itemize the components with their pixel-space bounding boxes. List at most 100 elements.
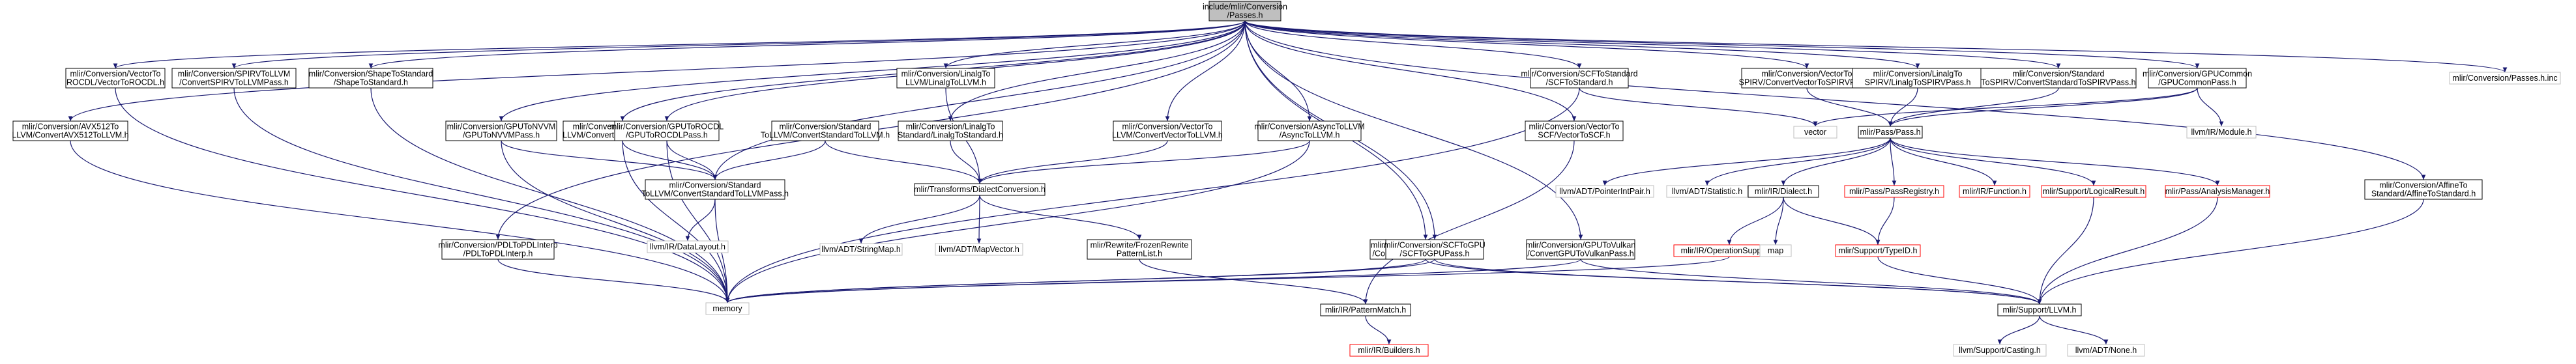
edge-scf_gpu-to-memory bbox=[725, 259, 1435, 303]
node-vec-scf[interactable]: mlir/Conversion/VectorToSCF/VectorToSCF.… bbox=[1525, 120, 1624, 141]
node-spirv-llvm[interactable]: mlir/Conversion/SPIRVToLLVM/ConvertSPIRV… bbox=[171, 68, 297, 89]
node-label: map bbox=[1768, 246, 1783, 255]
edges-layer bbox=[68, 20, 2507, 345]
node-box bbox=[1852, 68, 1983, 89]
node-box bbox=[1844, 185, 1944, 198]
node-none: llvm/ADT/None.h bbox=[2067, 344, 2145, 357]
node-op-support[interactable]: mlir/IR/OperationSupport.h bbox=[1673, 244, 1785, 257]
node-scf-std[interactable]: mlir/Conversion/SCFToStandard/SCFToStand… bbox=[1521, 68, 1638, 89]
edge-pass-to-ir_dialect bbox=[1781, 137, 1891, 186]
node-box bbox=[2186, 126, 2257, 139]
node-box bbox=[2364, 179, 2483, 200]
node-label: mlir/Conversion/AsyncToLLVM bbox=[1254, 122, 1364, 132]
node-vec-rocdl[interactable]: mlir/Conversion/VectorToROCDL/VectorToRO… bbox=[65, 68, 166, 89]
node-ir-dialect[interactable]: mlir/IR/Dialect.h bbox=[1748, 185, 1819, 198]
node-label: mlir/Conversion/VectorTo bbox=[1529, 122, 1620, 132]
node-label: /Passes.h bbox=[1227, 11, 1263, 20]
node-vec-llvm[interactable]: mlir/Conversion/VectorToLLVM/ConvertVect… bbox=[1112, 120, 1223, 141]
edge-pass-to-statistic bbox=[1705, 137, 1891, 186]
node-label: mlir/Conversion/GPUToVulkan bbox=[1526, 241, 1635, 250]
node-std-llvm[interactable]: mlir/Conversion/StandardToLLVM/ConvertSt… bbox=[761, 120, 890, 141]
node-llvm-module: llvm/IR/Module.h bbox=[2186, 126, 2257, 139]
node-box bbox=[2148, 68, 2247, 89]
node-label: LLVM/ConvertVectorToLLVM.h bbox=[1112, 131, 1223, 140]
node-builders[interactable]: mlir/IR/Builders.h bbox=[1349, 344, 1429, 357]
node-analysis-mgr[interactable]: mlir/Pass/AnalysisManager.h bbox=[2165, 185, 2270, 198]
node-label: mlir/Conversion/Standard bbox=[779, 122, 871, 132]
node-dialect-conv[interactable]: mlir/Transforms/DialectConversion.h bbox=[914, 183, 1046, 196]
node-label: llvm/Support/Casting.h bbox=[1959, 346, 2041, 355]
node-box bbox=[12, 120, 128, 141]
node-gpu-nvvm[interactable]: mlir/Conversion/GPUToNVVM/GPUToNVVMPass.… bbox=[445, 120, 557, 141]
node-logical-result[interactable]: mlir/Support/LogicalResult.h bbox=[2041, 185, 2146, 198]
node-box bbox=[614, 120, 720, 141]
node-root[interactable]: include/mlir/Conversion/Passes.h bbox=[1203, 1, 1287, 21]
node-std-spirv[interactable]: mlir/Conversion/StandardToSPIRV/ConvertS… bbox=[1980, 68, 2137, 89]
node-shape-std[interactable]: mlir/Conversion/ShapeToStandard/ShapeToS… bbox=[308, 68, 433, 89]
node-box bbox=[65, 68, 166, 89]
edge-gpu_rocdl-to-std_llvm_pass bbox=[666, 140, 718, 180]
node-label: llvm/ADT/StringMap.h bbox=[821, 245, 901, 254]
node-box bbox=[1793, 126, 1837, 139]
edge-root-to-vec_rocdl bbox=[113, 20, 1246, 69]
node-label: mlir/IR/OperationSupport.h bbox=[1681, 246, 1778, 255]
node-label: mlir/Conversion/Passes.h.inc bbox=[2452, 74, 2557, 83]
node-label: mlir/Conversion/GPUToNVVM bbox=[447, 122, 556, 132]
node-gpu-rocdl[interactable]: mlir/Conversion/GPUToROCDL/GPUToROCDLPas… bbox=[610, 120, 724, 141]
node-linalg-std[interactable]: mlir/Conversion/LinalgToStandard/LinalgT… bbox=[898, 120, 1003, 141]
node-type-id[interactable]: mlir/Support/TypeID.h bbox=[1835, 244, 1921, 257]
node-label: llvm/IR/DataLayout.h bbox=[650, 242, 725, 251]
node-ir-function[interactable]: mlir/IR/Function.h bbox=[1959, 185, 2030, 198]
node-gpu-common[interactable]: mlir/Conversion/GPUCommon/GPUCommonPass.… bbox=[2143, 68, 2252, 89]
edge-async_llvm-to-memory bbox=[725, 140, 1310, 303]
edge-spirv_llvm-to-memory bbox=[233, 87, 730, 303]
node-pass-registry[interactable]: mlir/Pass/PassRegistry.h bbox=[1844, 185, 1944, 198]
node-label: mlir/Pass/Pass.h bbox=[1860, 128, 1920, 137]
node-label: /AsyncToLLVM.h bbox=[1280, 131, 1340, 140]
node-std-llvm-pass[interactable]: mlir/Conversion/StandardToLLVM/ConvertSt… bbox=[641, 179, 789, 200]
node-linalg-spirv[interactable]: mlir/Conversion/LinalgToSPIRV/LinalgToSP… bbox=[1852, 68, 1983, 89]
node-label: mlir/Conversion/VectorTo bbox=[1762, 70, 1852, 79]
node-linalg-llvm[interactable]: mlir/Conversion/LinalgToLLVM/LinalgToLLV… bbox=[896, 68, 995, 89]
edge-gpu_common-to-pass bbox=[1888, 87, 2198, 127]
node-box bbox=[1555, 185, 1654, 198]
node-box bbox=[1257, 120, 1362, 141]
node-box bbox=[1349, 344, 1429, 357]
node-label: llvm/ADT/PointerIntPair.h bbox=[1559, 187, 1650, 196]
node-avx512[interactable]: mlir/Conversion/AVX512ToLLVM/ConvertAVX5… bbox=[12, 120, 129, 141]
node-label: mlir/IR/Function.h bbox=[1963, 187, 2027, 196]
node-box bbox=[705, 302, 750, 315]
node-scf-gpu[interactable]: mlir/Conversion/SCFToGPU/SCFToGPUPass.h bbox=[1384, 239, 1486, 260]
node-box bbox=[1320, 303, 1411, 316]
node-label: mlir/Rewrite/FrozenRewrite bbox=[1090, 241, 1189, 250]
edge-root-to-gpu_common bbox=[1244, 20, 2200, 69]
edge-rewrite_frozen-to-pattern_match bbox=[1139, 259, 1368, 305]
edge-root-to-std_spirv bbox=[1244, 20, 2061, 69]
node-label: vector bbox=[1804, 128, 1826, 137]
edge-pattern_match-to-builders bbox=[1365, 315, 1392, 345]
node-box bbox=[896, 68, 995, 89]
node-label: mlir/Conversion/VectorTo bbox=[70, 70, 161, 79]
edge-root-to-spirv_llvm bbox=[231, 20, 1246, 69]
node-box bbox=[1953, 344, 2047, 357]
node-box bbox=[898, 120, 1003, 141]
node-affine-std[interactable]: mlir/Conversion/AffineToStandard/AffineT… bbox=[2364, 179, 2483, 200]
node-label: mlir/Pass/PassRegistry.h bbox=[1849, 187, 1939, 196]
node-vec-spirv[interactable]: mlir/Conversion/VectorToSPIRV/ConvertVec… bbox=[1739, 68, 1875, 89]
edge-std_spirv-to-pass bbox=[1888, 87, 2059, 127]
node-async-llvm[interactable]: mlir/Conversion/AsyncToLLVM/AsyncToLLVM.… bbox=[1254, 120, 1365, 141]
node-gpu-vulkan[interactable]: mlir/Conversion/GPUToVulkan/ConvertGPUTo… bbox=[1526, 239, 1635, 260]
node-label: /ShapeToStandard.h bbox=[334, 78, 408, 87]
node-pattern-match[interactable]: mlir/IR/PatternMatch.h bbox=[1320, 303, 1411, 316]
node-pass[interactable]: mlir/Pass/Pass.h bbox=[1858, 126, 1923, 139]
edge-root-to-gpu_nvvm bbox=[499, 20, 1246, 122]
node-label: mlir/Support/LLVM.h bbox=[2002, 305, 2076, 315]
node-support-llvm[interactable]: mlir/Support/LLVM.h bbox=[1997, 303, 2082, 316]
node-box bbox=[2041, 185, 2146, 198]
node-label: /ConvertSPIRVToLLVMPass.h bbox=[179, 78, 289, 87]
edge-linalg_std-to-dialect_conv bbox=[950, 140, 982, 184]
node-label: llvm/ADT/Statistic.h bbox=[1672, 187, 1742, 196]
edge-root-to-linalg_llvm bbox=[943, 20, 1246, 69]
node-pdl[interactable]: mlir/Conversion/PDLToPDLInterp/PDLToPDLI… bbox=[438, 239, 558, 260]
